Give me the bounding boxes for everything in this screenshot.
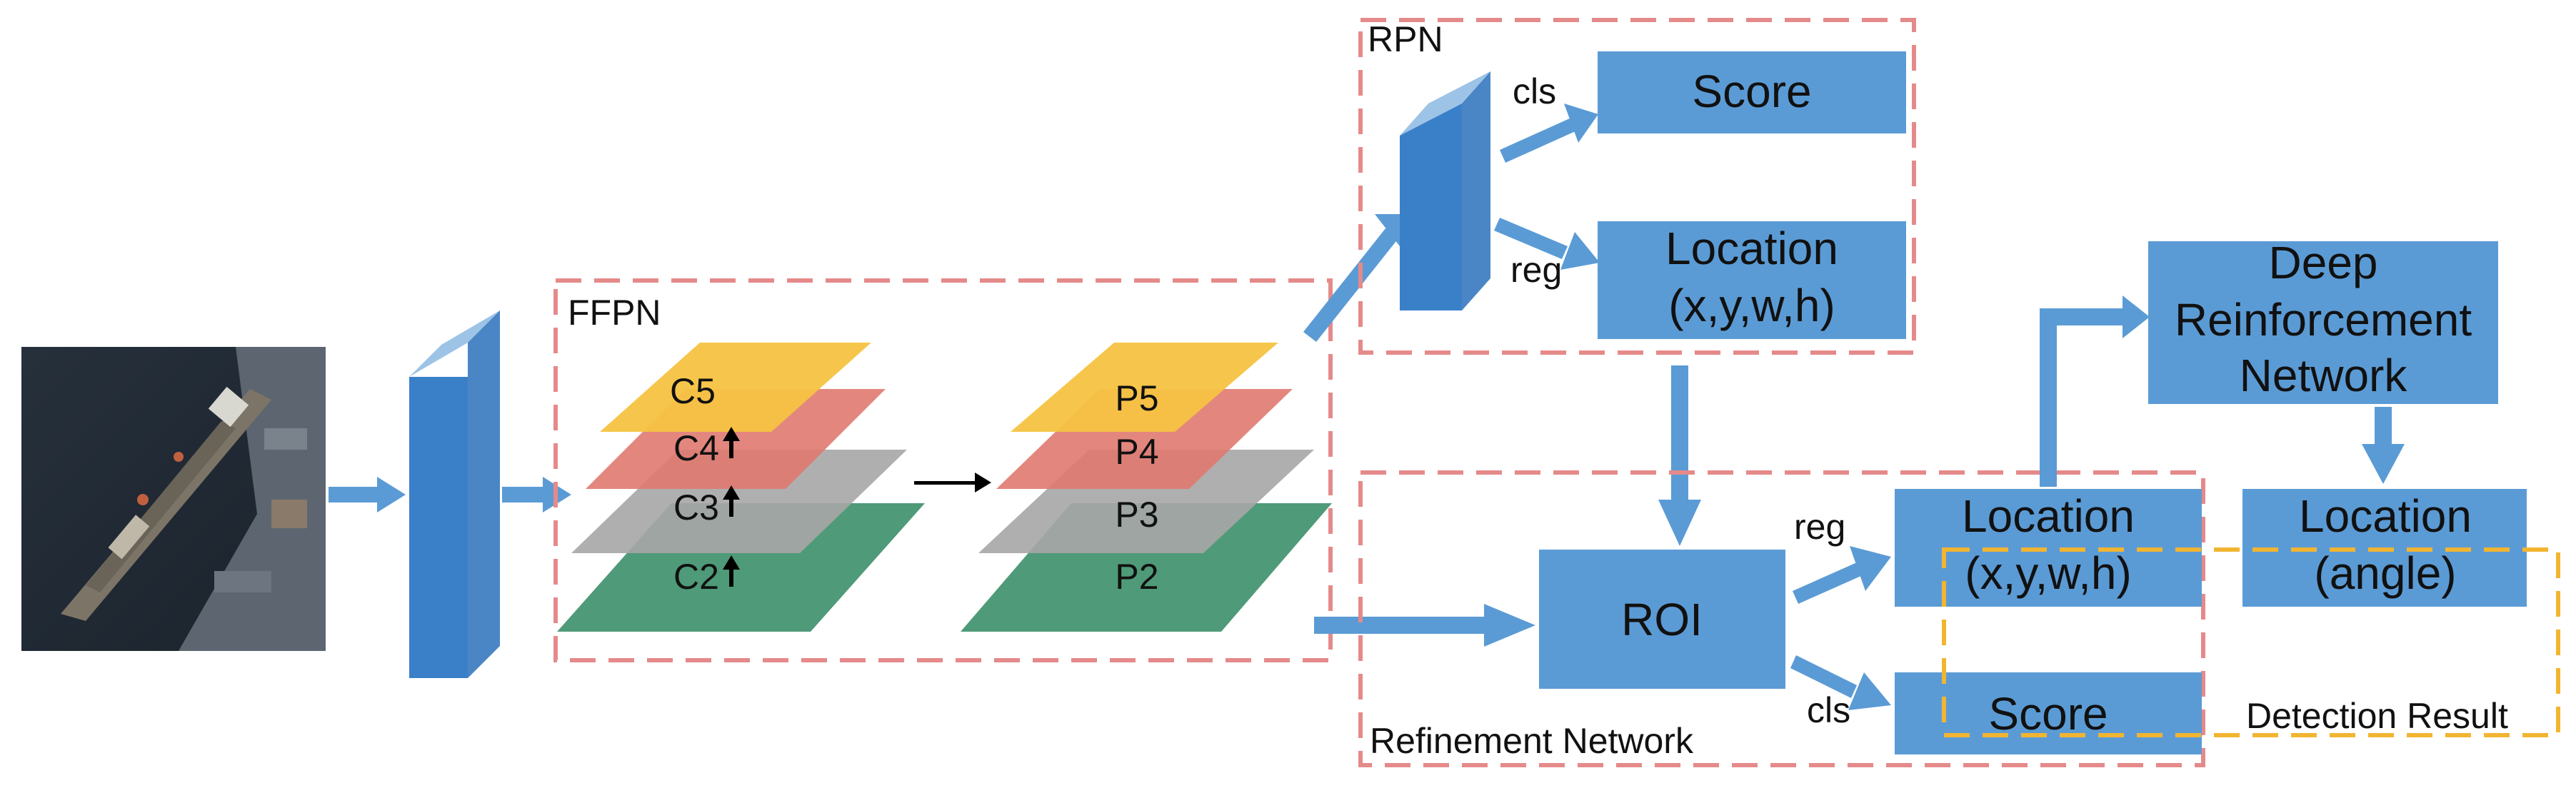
c-layer-stack: C5 C4 C3 C2 — [557, 343, 925, 632]
refinement-label: Refinement Network — [1370, 721, 1694, 761]
refine-location-line2: (x,y,w,h) — [1965, 547, 2132, 599]
drn-box: Deep Reinforcement Network — [2148, 237, 2498, 404]
arrow-backbone-to-ffpn — [502, 477, 571, 512]
refine-score-box: Score — [1895, 672, 2202, 754]
c5-layer — [600, 343, 871, 432]
arrow-ffpn-to-roi — [1314, 604, 1535, 647]
rpn-location-line1: Location — [1665, 223, 1838, 274]
refine-score-label: Score — [1988, 688, 2108, 739]
rpn-location-box: Location (x,y,w,h) — [1598, 221, 1906, 339]
drn-line3: Network — [2240, 350, 2408, 401]
rpn-dashed-box — [1358, 18, 1916, 355]
arrow-refine-cls — [1790, 655, 1891, 710]
p-layer-stack: P5 P4 P3 P2 — [961, 343, 1332, 632]
drn-line2: Reinforcement — [2175, 294, 2472, 345]
p4-label: P4 — [1115, 432, 1158, 472]
arrow-rpn-to-roi — [1658, 365, 1701, 546]
refinement-dashed-box — [1358, 470, 2205, 767]
arrow-drn-to-angle — [2362, 407, 2405, 484]
rpn-score-box: Score — [1598, 51, 1906, 133]
angle-location-line1: Location — [2299, 490, 2472, 542]
fusion-arrow — [914, 473, 991, 492]
rpn-location-line2: (x,y,w,h) — [1668, 280, 1835, 331]
p5-label: P5 — [1115, 378, 1158, 418]
arrow-image-to-backbone — [329, 477, 406, 512]
rpn-reg-label: reg — [1510, 250, 1562, 290]
arrow-location-to-drn — [2040, 296, 2150, 487]
c3-label: C3 — [673, 488, 719, 527]
ffpn-dashed-box — [553, 278, 1333, 662]
rpn-slab — [1400, 71, 1490, 310]
refine-cls-label: cls — [1807, 690, 1850, 730]
detection-result-label: Detection Result — [2246, 696, 2508, 736]
c4-label: C4 — [673, 428, 719, 468]
drn-line1: Deep — [2269, 237, 2378, 288]
backbone-block — [409, 310, 500, 678]
rpn-score-label: Score — [1692, 66, 1811, 117]
p4-layer — [996, 389, 1293, 489]
detection-result-dashed-box — [1942, 547, 2560, 737]
refine-reg-label: reg — [1794, 507, 1845, 547]
rpn-label: RPN — [1368, 19, 1443, 59]
arrow-refine-reg — [1793, 546, 1891, 604]
p2-label: P2 — [1115, 557, 1158, 597]
input-satellite-image — [21, 347, 326, 651]
roi-label: ROI — [1621, 594, 1703, 645]
refine-location-line1: Location — [1962, 490, 2135, 542]
upsample-arrow-icon — [723, 427, 740, 587]
arrow-rpn-cls — [1500, 103, 1598, 163]
ffpn-label: FFPN — [568, 293, 661, 333]
rpn-cls-label: cls — [1513, 71, 1556, 111]
arrow-ffpn-to-rpn — [1303, 214, 1400, 342]
p5-layer — [1011, 343, 1278, 432]
c5-label: C5 — [670, 371, 716, 411]
roi-box: ROI — [1539, 550, 1785, 689]
c2-label: C2 — [673, 557, 719, 597]
arrow-rpn-reg — [1494, 218, 1600, 270]
angle-location-line2: (angle) — [2314, 547, 2456, 599]
p3-label: P3 — [1115, 495, 1158, 535]
